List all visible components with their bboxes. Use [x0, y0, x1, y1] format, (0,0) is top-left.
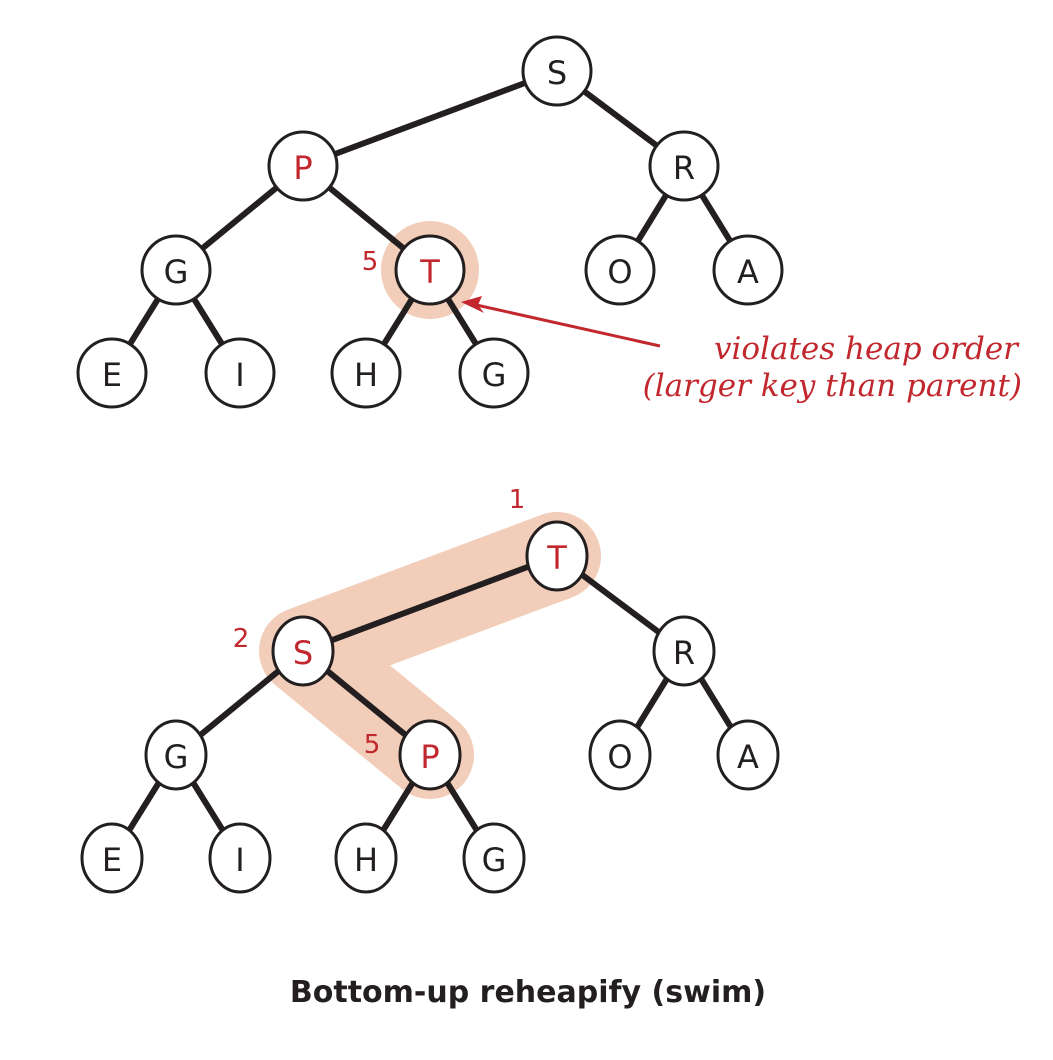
arrow-line — [471, 302, 661, 348]
node-key: I — [235, 841, 244, 879]
node-key: O — [607, 253, 632, 291]
node-key: I — [235, 356, 244, 394]
heap-node: G — [462, 822, 526, 894]
node-key: H — [354, 841, 378, 879]
node-index-label: 2 — [233, 624, 250, 654]
node-key: H — [354, 356, 378, 394]
heap-node: G — [458, 337, 530, 409]
node-key: G — [482, 841, 507, 879]
node-key: R — [673, 149, 695, 187]
node-key: G — [482, 356, 507, 394]
node-key: E — [102, 356, 122, 394]
heap-node: R — [648, 130, 720, 202]
node-circle — [76, 337, 148, 409]
heap-node: A — [712, 234, 784, 306]
heap-node: P5 — [364, 719, 462, 791]
node-circle — [716, 719, 780, 791]
node-circle — [204, 337, 276, 409]
heap-node: G — [140, 234, 212, 306]
node-index-label: 1 — [509, 485, 526, 515]
heap-node: A — [716, 719, 780, 791]
node-circle — [334, 822, 398, 894]
node-circle — [521, 35, 593, 107]
node-key: E — [102, 841, 122, 879]
node-key: A — [737, 253, 759, 291]
tree-edge — [301, 68, 559, 169]
heap-node: T1 — [509, 485, 589, 592]
heap-node: I — [204, 337, 276, 409]
node-key: A — [737, 738, 759, 776]
heap-node: P — [267, 130, 339, 202]
annotation-line-2: (larger key than parent) — [643, 368, 1022, 404]
node-circle — [394, 234, 466, 306]
node-circle — [208, 822, 272, 894]
heap-node: O — [588, 719, 652, 791]
node-circle — [80, 822, 144, 894]
node-key: T — [546, 539, 567, 577]
node-key: P — [293, 149, 312, 187]
node-circle — [648, 130, 720, 202]
node-circle — [267, 130, 339, 202]
heap-node: H — [330, 337, 402, 409]
heap-node: R — [652, 615, 716, 687]
node-circle — [462, 822, 526, 894]
node-key: T — [419, 253, 440, 291]
annotation-line-1: violates heap order — [714, 331, 1020, 367]
node-key: G — [164, 253, 189, 291]
node-circle — [525, 520, 589, 592]
node-circle — [271, 615, 335, 687]
figure-caption: Bottom-up reheapify (swim) — [290, 975, 766, 1010]
node-circle — [144, 719, 208, 791]
node-circle — [584, 234, 656, 306]
node-key: S — [293, 634, 313, 672]
heap-node: O — [584, 234, 656, 306]
node-index-label: 5 — [364, 730, 381, 760]
heap-node: H — [334, 822, 398, 894]
node-key: G — [164, 738, 189, 776]
node-circle — [398, 719, 462, 791]
node-circle — [458, 337, 530, 409]
heap-node: T5 — [362, 234, 466, 306]
heap-node: G — [144, 719, 208, 791]
annotation-layer: violates heap order (larger key than par… — [461, 296, 1022, 404]
heap-node: E — [76, 337, 148, 409]
arrow-head-icon — [461, 296, 484, 313]
node-circle — [588, 719, 652, 791]
node-key: P — [420, 738, 439, 776]
node-key: R — [673, 634, 695, 672]
node-circle — [140, 234, 212, 306]
heap-node: I — [208, 822, 272, 894]
node-circle — [652, 615, 716, 687]
heap-node: S — [521, 35, 593, 107]
node-circle — [330, 337, 402, 409]
node-circle — [712, 234, 784, 306]
node-index-label: 5 — [362, 247, 379, 277]
heap-node: E — [80, 822, 144, 894]
tree-edge — [301, 553, 559, 654]
node-key: S — [547, 54, 567, 92]
heap-node: S2 — [233, 615, 335, 687]
node-key: O — [607, 738, 632, 776]
